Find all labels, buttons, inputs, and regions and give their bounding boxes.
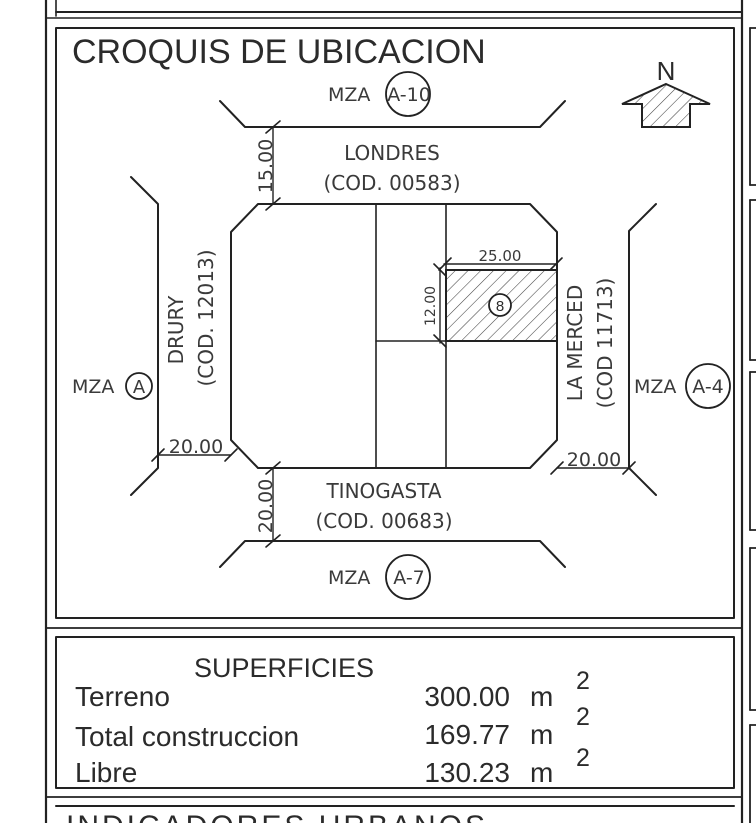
mza-right: MZA A-4	[634, 363, 731, 409]
row-unit: m	[530, 757, 553, 788]
lot-number: 8	[496, 298, 504, 315]
lot-depth-label: 12.00	[423, 286, 439, 326]
superficies-table: SUPERFICIES Terreno 300.00 m 2 Total con…	[75, 653, 590, 788]
row-unit: m	[530, 719, 553, 750]
street-top-width: 15.00	[255, 139, 277, 193]
street-right-code: (COD 11713)	[593, 278, 617, 409]
lot-number-marker	[488, 293, 512, 317]
mza-left-code: A	[133, 377, 146, 398]
superficies-row: Terreno 300.00 m 2	[75, 667, 590, 712]
street-bottom-code: (COD. 00683)	[315, 509, 452, 533]
superficies-row: Libre 130.23 m 2	[75, 744, 590, 788]
street-right: LA MERCED (COD 11713) 20.00	[550, 203, 657, 496]
mza-top-code: A-10	[387, 84, 431, 106]
lot-width-dimension: 25.00	[438, 247, 563, 271]
lot-width-label: 25.00	[479, 247, 522, 265]
row-value: 169.77	[424, 719, 510, 750]
street-right-name: LA MERCED	[563, 285, 587, 401]
street-left: DRURY (COD. 12013) 20.00	[130, 176, 238, 496]
street-bottom-width: 20.00	[255, 479, 277, 533]
north-label: N	[657, 56, 676, 86]
sheet-frame	[44, 0, 756, 823]
mza-left: MZA A	[72, 372, 153, 400]
croquis-title: CROQUIS DE UBICACION	[72, 33, 486, 71]
superficies-title: SUPERFICIES	[194, 653, 374, 683]
mza-top-label: MZA	[328, 84, 370, 106]
north-arrow-icon: N	[621, 56, 711, 128]
street-left-width: 20.00	[169, 436, 223, 458]
mza-top: MZA A-10	[328, 71, 431, 117]
mza-bottom: MZA A-7	[328, 554, 431, 600]
street-top: LONDRES (COD. 00583) 15.00	[219, 100, 566, 211]
street-left-code: (COD. 12013)	[194, 249, 218, 386]
street-left-name: DRURY	[164, 295, 188, 365]
mza-right-label: MZA	[634, 376, 676, 398]
street-top-name: LONDRES	[344, 141, 440, 165]
street-bottom: TINOGASTA (COD. 00683) 20.00	[219, 461, 566, 568]
superficies-row: Total construccion 169.77 m 2	[75, 703, 590, 752]
mza-bottom-label: MZA	[328, 567, 370, 589]
lot-depth-dimension: 12.00	[423, 263, 447, 348]
row-exponent: 2	[576, 744, 590, 772]
mza-right-code: A-4	[692, 376, 724, 398]
street-top-code: (COD. 00583)	[323, 171, 460, 195]
row-label: Libre	[75, 757, 137, 788]
row-unit: m	[530, 681, 553, 712]
next-section-title: INDICADORES URBANOS	[66, 810, 488, 823]
block-outline	[230, 203, 558, 469]
street-right-width: 20.00	[567, 449, 621, 471]
mza-left-label: MZA	[72, 376, 114, 398]
row-label: Terreno	[75, 681, 170, 712]
row-exponent: 2	[576, 667, 590, 695]
row-label: Total construccion	[75, 721, 299, 752]
mza-bottom-code: A-7	[393, 567, 425, 589]
row-exponent: 2	[576, 703, 590, 731]
row-value: 300.00	[424, 681, 510, 712]
row-value: 130.23	[424, 757, 510, 788]
subject-lot: 8	[445, 269, 558, 342]
street-bottom-name: TINOGASTA	[325, 479, 441, 503]
